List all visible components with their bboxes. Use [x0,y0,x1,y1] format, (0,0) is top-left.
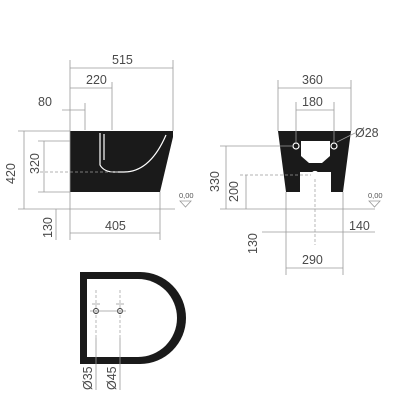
dim-fixing-height: 330 [208,171,222,192]
dim-inlet-offset: 80 [38,95,52,109]
dim-outlet-height: 200 [227,181,241,202]
dim-fixing-spacing: 180 [302,95,323,109]
side-level-triangle [179,200,192,208]
outlet-hole-icon [310,170,320,180]
dim-base-depth: 405 [105,219,126,233]
dim-bowl-offset: 220 [86,73,107,87]
dim-outlet-offset-left: 130 [246,233,260,254]
front-view-inlet-recess [301,141,330,163]
top-view: Ø35 Ø45 [80,272,186,390]
side-view-body [70,131,173,192]
dim-outlet-offset-right: 140 [349,219,370,233]
dim-hole-2: Ø45 [105,366,119,390]
side-level-mark: 0,00 [179,191,194,200]
dim-floor-to-outlet: 130 [41,217,55,238]
dim-hole-1: Ø35 [81,366,95,390]
side-view-inlet-channel [99,133,124,173]
side-view-bowl-curve [123,134,167,173]
side-view: 515 220 80 420 320 405 130 0,00 [4,53,194,240]
dim-overall-depth: 515 [112,53,133,67]
dim-width: 360 [302,73,323,87]
dim-total-height: 420 [4,163,18,184]
dim-inlet-height: 320 [28,153,42,174]
dim-fixing-diameter: Ø28 [355,126,379,140]
front-view: 360 180 Ø28 330 200 130 140 290 0,00 [208,73,383,275]
top-view-inner-rim [87,279,177,357]
dim-base-width: 290 [302,253,323,267]
front-level-mark: 0,00 [368,191,383,200]
front-level-triangle [368,200,381,208]
